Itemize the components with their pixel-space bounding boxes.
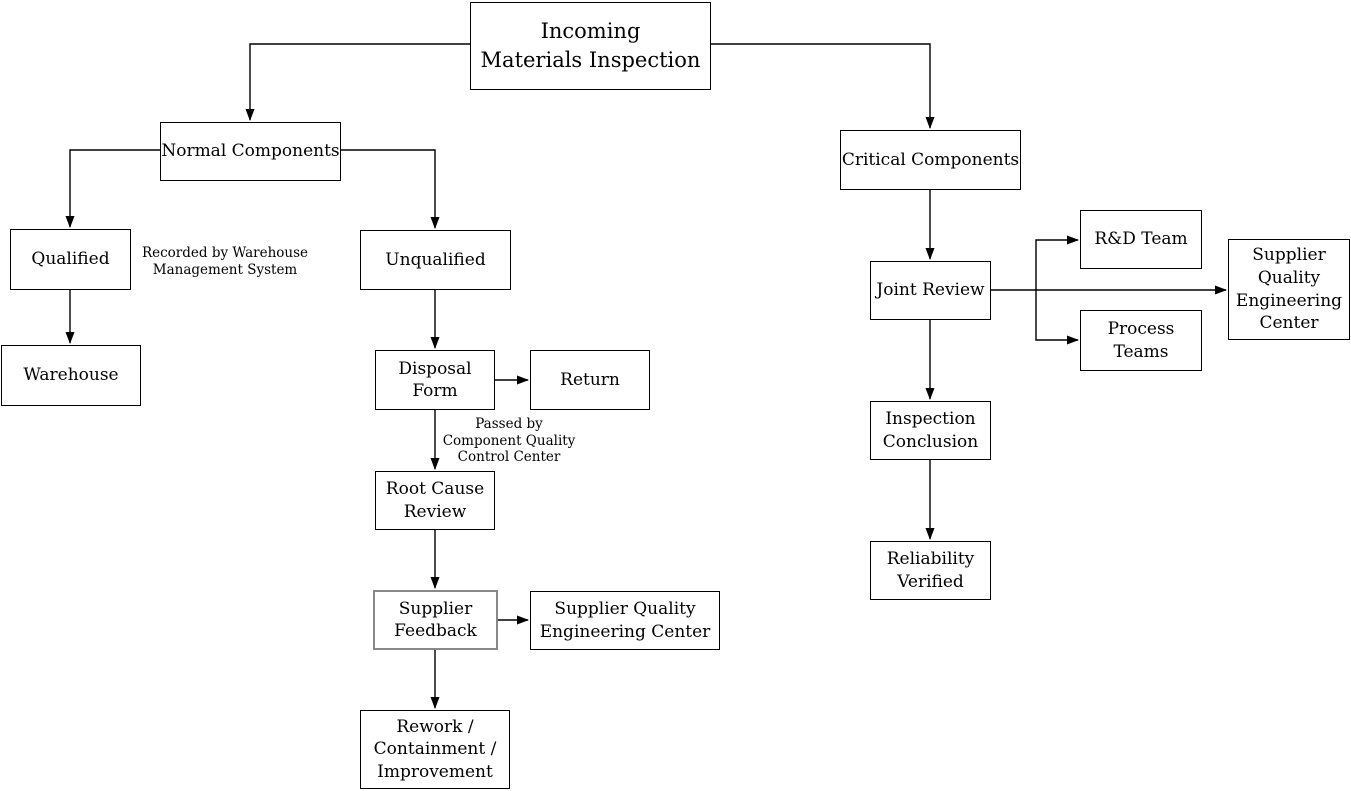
node-unqualified: Unqualified [360, 230, 511, 290]
node-normal-components: Normal Components [160, 122, 341, 181]
edge-jointreview-processteams [1035, 290, 1079, 345]
edge-incoming-normal [245, 43, 470, 121]
node-rework-containment-improvement: Rework / Containment / Improvement [360, 710, 510, 789]
edge-normal-qualified [65, 149, 160, 228]
node-critical-components: Critical Components [840, 130, 1021, 190]
node-return: Return [530, 350, 650, 410]
note-passed-by-component-quality-control-center: Passed by Component Quality Control Cent… [442, 416, 576, 465]
node-disposal-form: Disposal Form [375, 350, 495, 410]
node-warehouse: Warehouse [1, 345, 141, 406]
node-rd-team: R&D Team [1080, 210, 1202, 269]
node-process-teams: Process Teams [1080, 310, 1202, 371]
note-recorded-by-warehouse-management-system: Recorded by Warehouse Management System [141, 245, 309, 278]
edge-incoming-critical [710, 43, 935, 129]
edge-normal-unqualified [341, 149, 440, 229]
node-supplier-quality-engineering-center: Supplier Quality Engineering Center [530, 591, 720, 650]
node-reliability-verified: Reliability Verified [870, 541, 991, 600]
node-supplier-feedback: Supplier Feedback [373, 590, 498, 650]
edge-jointreview-rdteam [1035, 235, 1079, 290]
node-root-cause-review: Root Cause Review [375, 471, 495, 530]
node-inspection-conclusion: Inspection Conclusion [870, 401, 991, 460]
node-qualified: Qualified [10, 229, 131, 290]
node-supplier-quality-engineering-center-right: Supplier Quality Engineering Center [1228, 239, 1350, 340]
node-joint-review: Joint Review [870, 261, 991, 320]
node-incoming-materials-inspection: Incoming Materials Inspection [470, 2, 711, 90]
